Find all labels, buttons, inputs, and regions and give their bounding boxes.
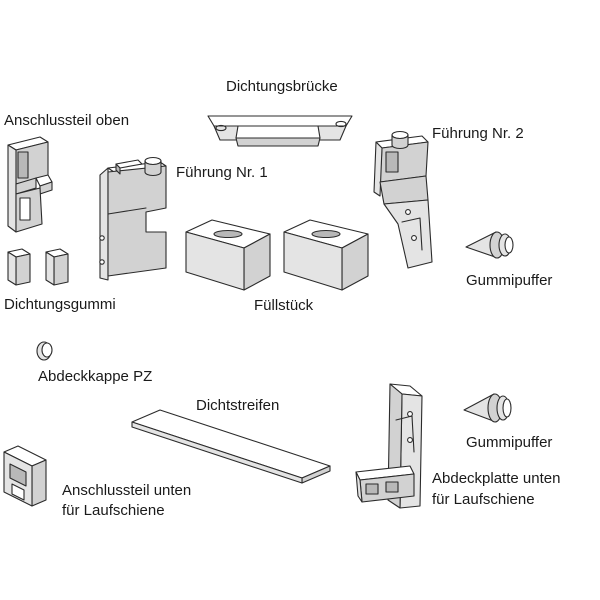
anschlussteil-oben-part bbox=[7, 136, 53, 233]
fuellstueck-part bbox=[185, 219, 369, 291]
label-fuellstueck: Füllstück bbox=[254, 297, 314, 314]
label-anschlussteil-unten-line2: für Laufschiene bbox=[62, 502, 165, 519]
label-anschlussteil-unten-line1: Anschlussteil unten bbox=[62, 482, 192, 499]
label-anschlussteil-oben: Anschlussteil oben bbox=[4, 112, 130, 129]
label-dichtstreifen: Dichtstreifen bbox=[196, 397, 280, 414]
gummipuffer-top-part bbox=[465, 231, 514, 259]
anschlussteil-unten-part bbox=[3, 445, 47, 507]
dichtungsgummi-part bbox=[7, 248, 69, 286]
fuehrung-nr2-part bbox=[373, 130, 433, 269]
abdeckplatte-part bbox=[355, 383, 423, 509]
dichtstreifen-part bbox=[131, 409, 331, 484]
fuehrung-nr1-part bbox=[99, 156, 167, 281]
abdeckkappe-part bbox=[36, 341, 53, 361]
dichtungsbruecke-part bbox=[207, 115, 353, 147]
label-abdeckplatte-line1: Abdeckplatte unten bbox=[432, 470, 561, 487]
gummipuffer-bottom-part bbox=[463, 393, 512, 423]
label-abdeckkappe: Abdeckkappe PZ bbox=[38, 368, 153, 385]
label-abdeckplatte-line2: für Laufschiene bbox=[432, 491, 535, 508]
label-dichtungsbruecke: Dichtungsbrücke bbox=[226, 78, 338, 95]
label-gummipuffer-top: Gummipuffer bbox=[466, 272, 553, 289]
label-fuehrung-nr2: Führung Nr. 2 bbox=[432, 125, 524, 142]
label-fuehrung-nr1: Führung Nr. 1 bbox=[176, 164, 268, 181]
label-dichtungsgummi: Dichtungsgummi bbox=[4, 296, 116, 313]
label-gummipuffer-bottom: Gummipuffer bbox=[466, 434, 553, 451]
